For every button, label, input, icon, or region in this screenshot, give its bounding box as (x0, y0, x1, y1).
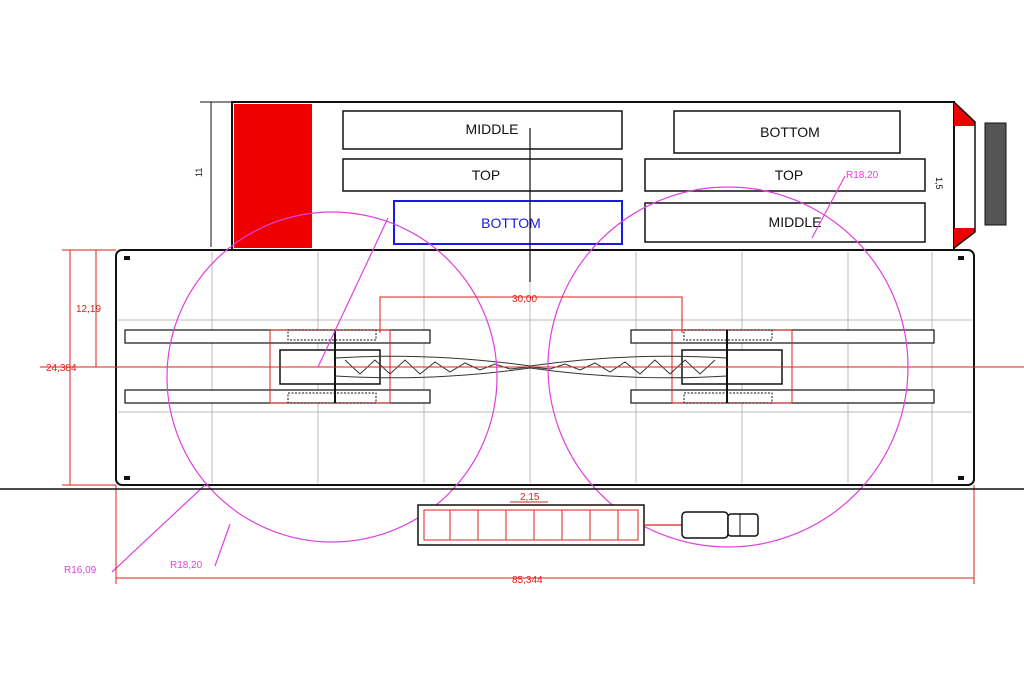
corner-mark (958, 256, 964, 260)
label-tl-bottom: BOTTOM (481, 215, 541, 231)
corner-mark (958, 476, 964, 480)
wheelset-bottom (287, 392, 377, 404)
corner-mark (124, 256, 130, 260)
label-tr-top: TOP (775, 167, 804, 183)
tractor-cab (727, 513, 759, 537)
box-tl-middle (342, 110, 623, 150)
radius-label-left-inner: R16,09 (64, 565, 97, 576)
radius-leader-right (811, 175, 846, 239)
zone-boxes: MIDDLE TOP BOTTOM BOTTOM TOP MIDDLE (342, 110, 926, 245)
box-tl-top (342, 158, 623, 192)
truss-lower (334, 367, 728, 379)
dim-half-width-label: 12,19 (76, 304, 101, 315)
radius-leader-left (317, 217, 389, 368)
box-tl-bottom (393, 200, 623, 245)
vehicle (417, 504, 759, 546)
rail-right-bottom (630, 389, 935, 404)
radius-label-left-outer: R18,20 (170, 560, 203, 571)
vehicle-inner (423, 509, 639, 541)
right-outer-circle (547, 186, 909, 548)
radius-leader-bottom-b (214, 523, 231, 567)
building-outline: 11 1,5 (194, 101, 1007, 251)
corner-mark (124, 476, 130, 480)
label-tl-top: TOP (472, 167, 501, 183)
vehicle-segments (449, 510, 619, 540)
red-panel (234, 104, 312, 248)
dim-center-spacing (379, 296, 683, 333)
nose-bottom (954, 228, 975, 248)
radius-leader-bottom-a (111, 484, 206, 573)
dim-center-spacing-label: 30,00 (512, 294, 537, 305)
label-tl-middle: MIDDLE (466, 121, 519, 137)
dim-small-label: 2,15 (520, 492, 540, 503)
box-tr-top (644, 158, 926, 192)
dim-total-length-label: 85,344 (512, 575, 543, 586)
side-left-dim: 11 (194, 168, 204, 177)
left-outer-circle (166, 211, 498, 543)
dim-full-width-label: 24,384 (46, 363, 77, 374)
truss-upper (334, 355, 728, 367)
label-tr-bottom: BOTTOM (760, 124, 820, 140)
rail-right-top (630, 329, 935, 344)
rail-left-bottom (124, 389, 431, 404)
box-tr-bottom (673, 110, 901, 154)
label-tr-middle: MIDDLE (769, 214, 822, 230)
tractor-body (681, 511, 729, 539)
box-tr-middle (644, 202, 926, 243)
turning-radii (111, 175, 909, 573)
nose-outline (953, 101, 976, 249)
radius-label-right: R18,20 (846, 170, 879, 181)
dimension-lines (62, 249, 975, 584)
vehicle-body (417, 504, 645, 546)
side-right-dim: 1,5 (934, 177, 944, 190)
end-block (984, 122, 1007, 226)
wheelset-top (287, 329, 377, 341)
